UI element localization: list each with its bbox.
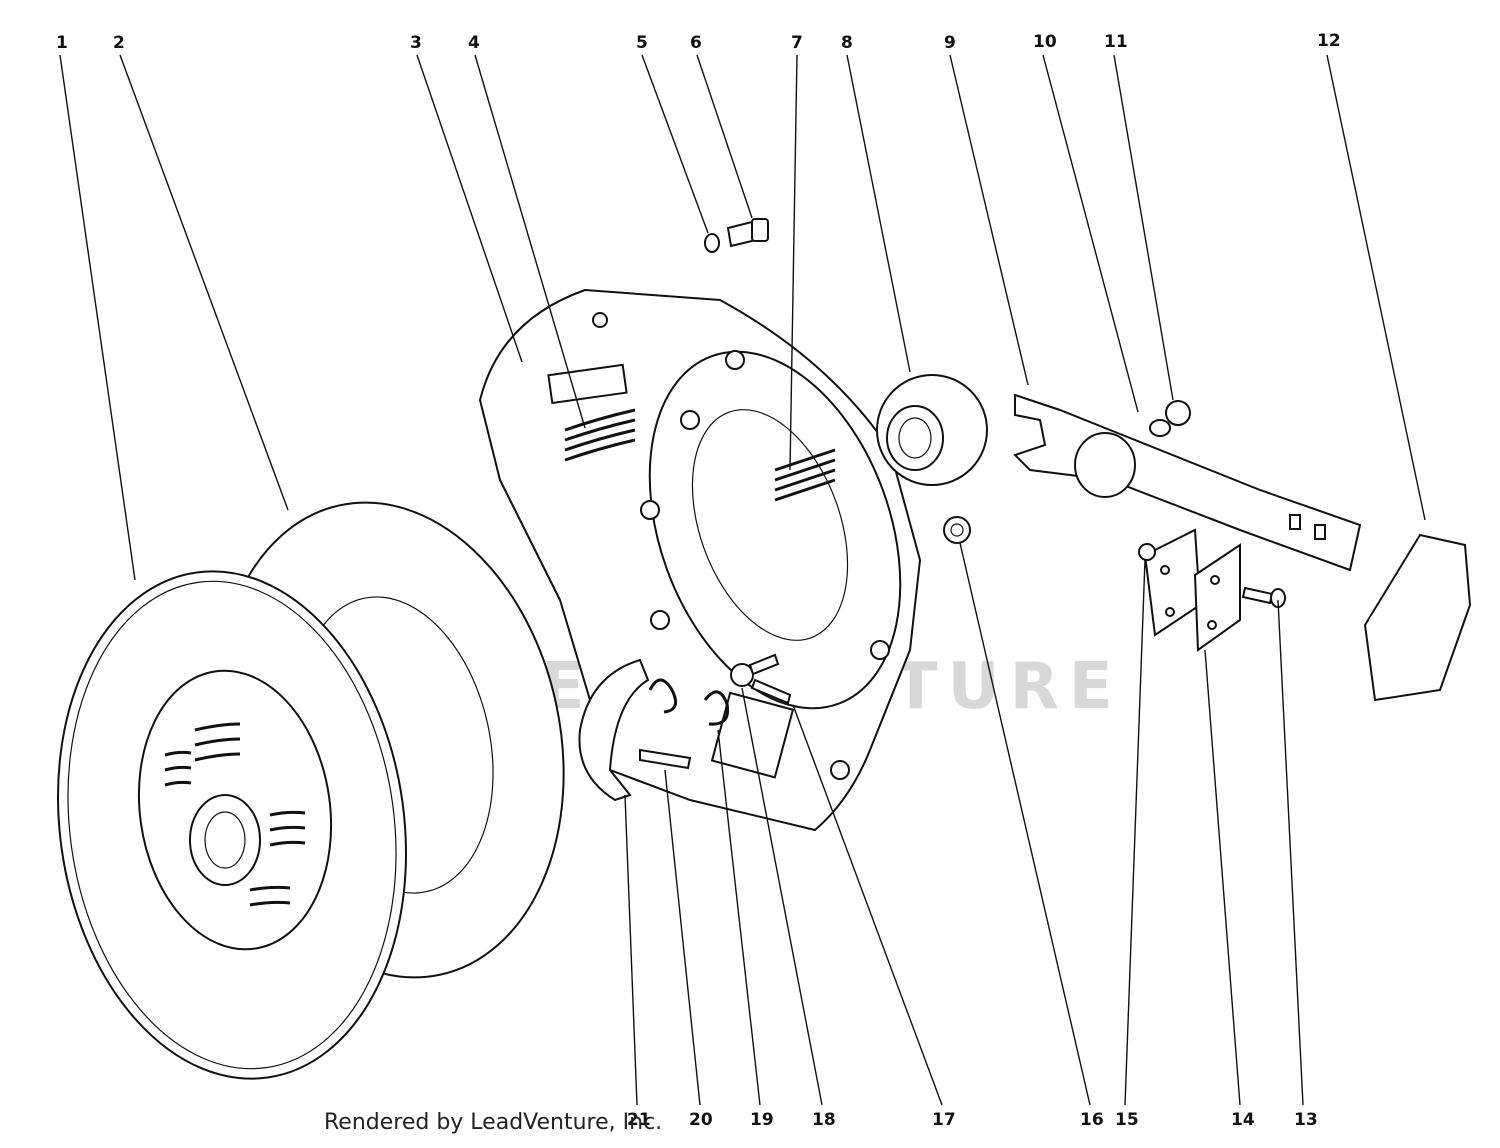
callout-21: 21: [627, 1110, 651, 1130]
pressure-spring-7: [774, 448, 836, 502]
callout-7: 7: [791, 33, 803, 53]
pin-17: [750, 678, 792, 705]
torsion-spring-19: [648, 678, 730, 726]
callout-17: 17: [932, 1110, 956, 1130]
callout-16: 16: [1080, 1110, 1104, 1130]
callout-13: 13: [1294, 1110, 1318, 1130]
callout-3: 3: [410, 33, 422, 53]
callout-labels: 1 2 3 4 5 6 7 8 9 10 11 12 13 14 15 16 1…: [56, 31, 1341, 1130]
callout-6: 6: [690, 33, 702, 53]
callout-15: 15: [1115, 1110, 1139, 1130]
fiber-pads: [1363, 533, 1472, 702]
callout-12: 12: [1317, 31, 1341, 51]
pivot-stud-10: [1149, 419, 1171, 437]
release-bearing: [876, 374, 988, 486]
release-fork: [1013, 393, 1362, 572]
wear-plates: [1143, 528, 1241, 652]
callout-8: 8: [841, 33, 853, 53]
retainer-20: [639, 748, 692, 770]
adjusting-screw-18: [730, 653, 780, 687]
callout-5: 5: [636, 33, 648, 53]
washer-5: [704, 233, 720, 253]
callout-14: 14: [1231, 1110, 1255, 1130]
callout-19: 19: [750, 1110, 774, 1130]
pressure-spring-4: [564, 408, 636, 462]
callout-20: 20: [689, 1110, 713, 1130]
callout-18: 18: [812, 1110, 836, 1130]
brake-shoe-21: [578, 658, 650, 802]
callout-1: 1: [56, 33, 68, 53]
bolt-6: [726, 218, 769, 248]
nut-16: [943, 516, 971, 544]
clutch-housing: [478, 288, 922, 832]
leader-lines: [59, 54, 1426, 1106]
callout-11: 11: [1104, 32, 1128, 52]
callout-9: 9: [944, 33, 956, 53]
clutch-disc: [57, 570, 407, 1080]
callout-2: 2: [113, 33, 125, 53]
screw-13: [1241, 586, 1286, 608]
callout-4: 4: [468, 33, 480, 53]
pivot-screw-11: [1165, 400, 1191, 426]
nut-15: [1138, 543, 1156, 561]
render-credit: Rendered by LeadVenture, Inc.: [324, 1110, 663, 1135]
callout-10: 10: [1033, 32, 1057, 52]
